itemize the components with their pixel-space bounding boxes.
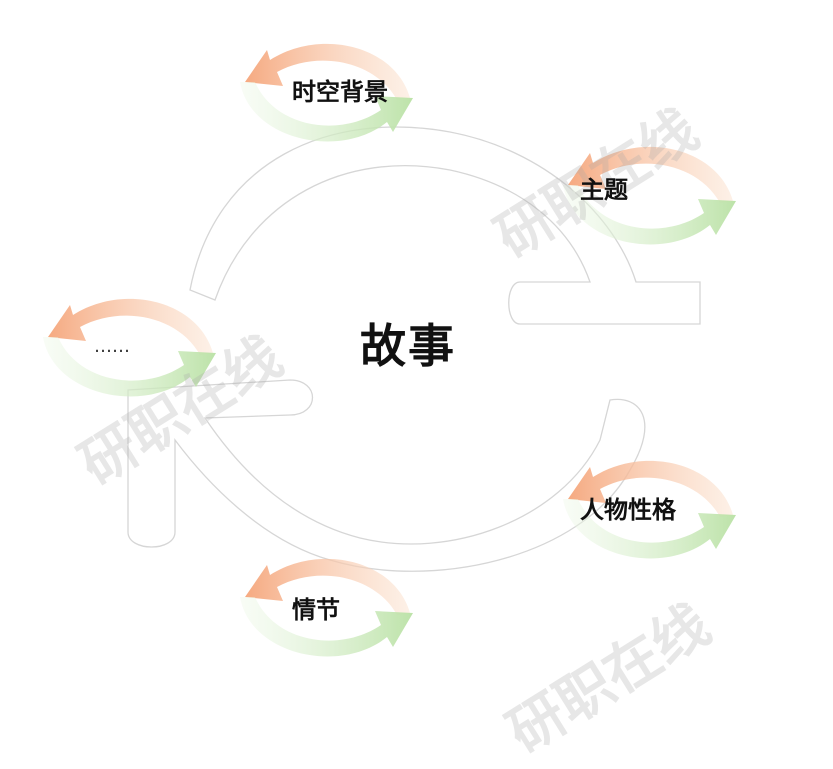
diagram-canvas: 研职在线 研职在线 研职在线 故事 时空背景 主题 人物性格 情节 ……	[43, 43, 736, 766]
node-label-more: ……	[94, 336, 130, 357]
outline-arrow-bottom	[127, 379, 646, 572]
node-label-time-setting: 时空背景	[292, 78, 388, 106]
node-label-character: 人物性格	[580, 496, 676, 524]
node-label-plot: 情节	[292, 596, 340, 624]
center-label: 故事	[360, 319, 456, 373]
cycle-diagram	[43, 43, 736, 657]
node-label-theme: 主题	[580, 176, 628, 204]
